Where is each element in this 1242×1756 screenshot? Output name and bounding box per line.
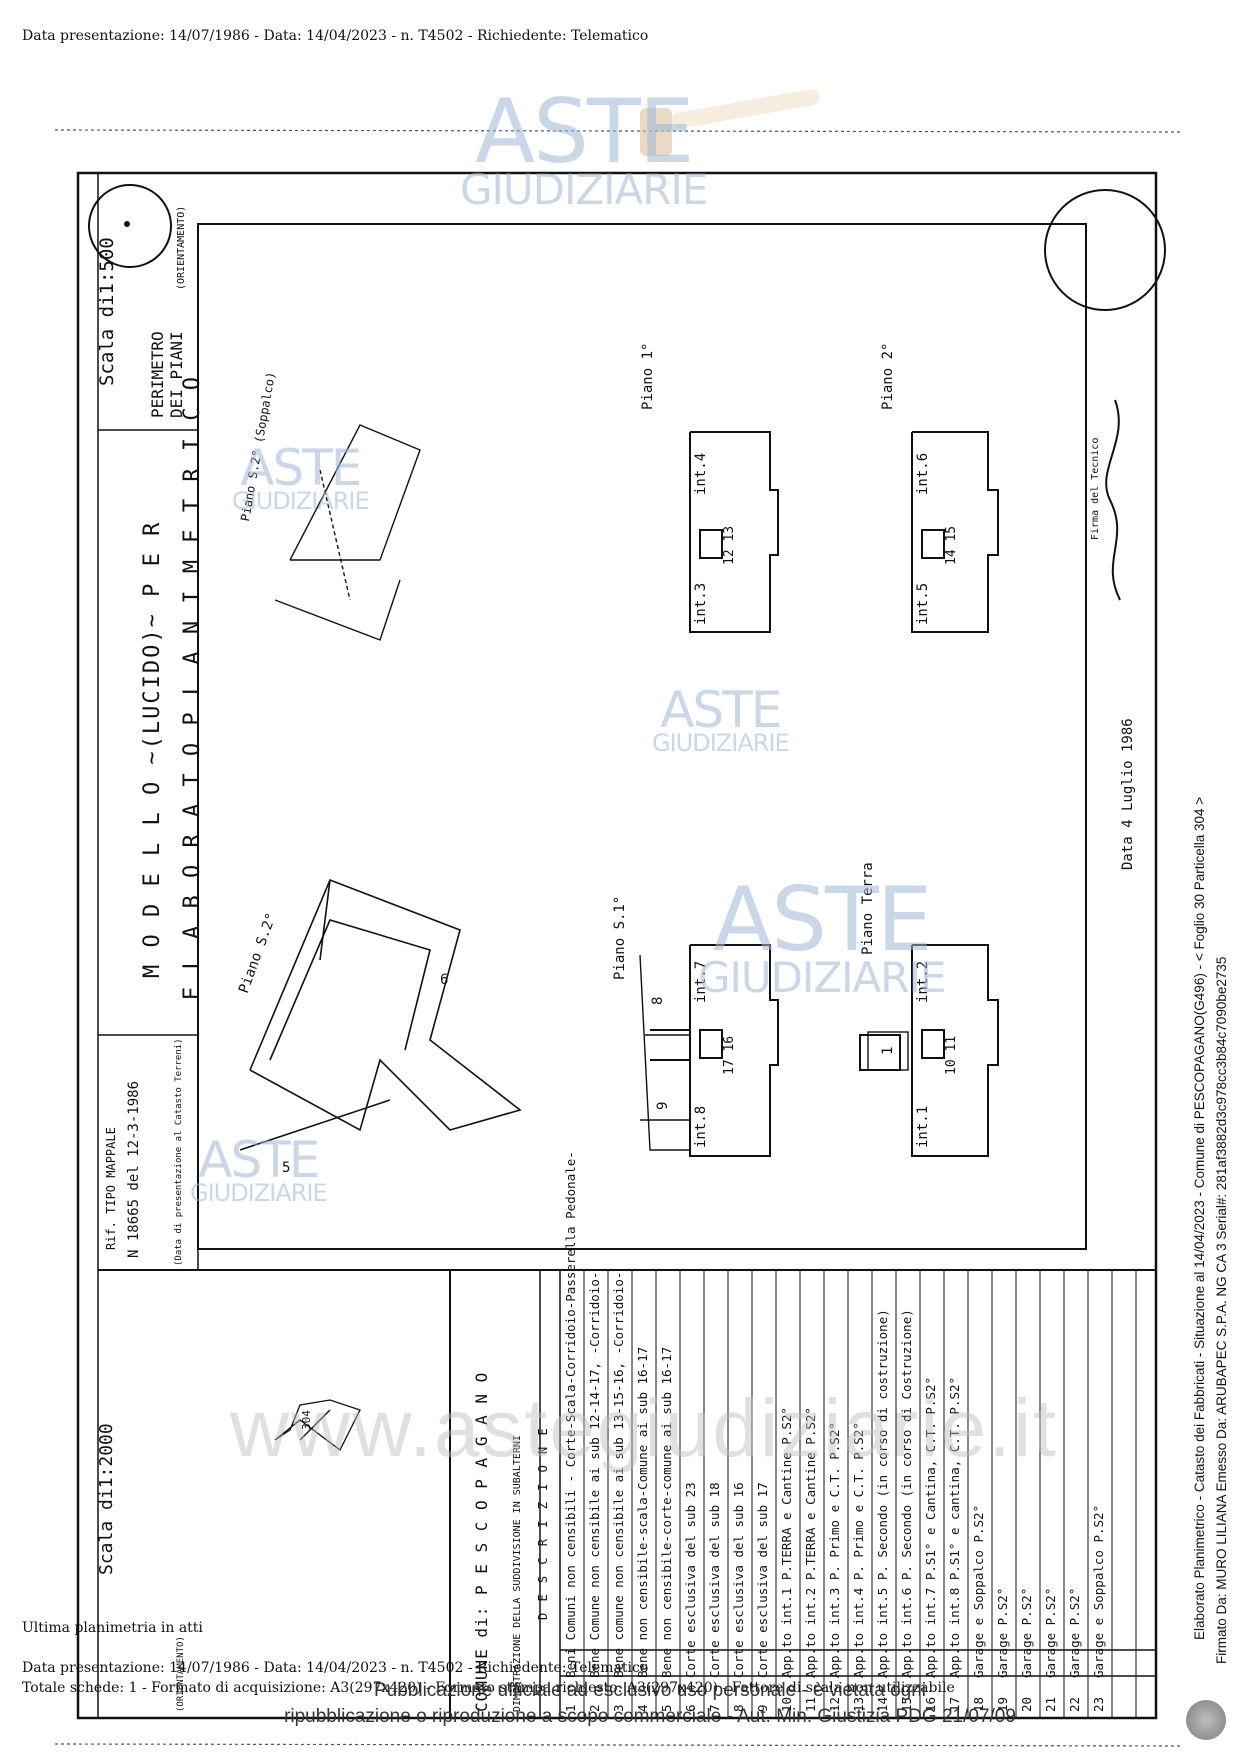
int4-label: int.4 — [693, 452, 709, 495]
table-row: 7Corte esclusiva del sub 18 — [707, 1482, 722, 1712]
sub-12-13: 12 13 — [722, 525, 737, 565]
piano-2-label: Piano 2° — [880, 342, 896, 410]
elaborato-title: E L A B O R A T O P L A N I M E T R I C … — [180, 374, 205, 1000]
sub-17-16: 17 16 — [722, 1035, 737, 1075]
table-row: 8Corte esclusiva del sub 16 — [731, 1482, 746, 1712]
table-row: 6Corte esclusiva del sub 23 — [683, 1482, 698, 1712]
table-row: 14App.to int.5 P. Secondo (in corso di c… — [875, 1309, 890, 1712]
table-row: 20Garage P.S2° — [1019, 1587, 1034, 1712]
table-row: 22Garage P.S2° — [1067, 1587, 1082, 1712]
table-row: 3Bene comune non censibile ai sub 13-15-… — [611, 1271, 626, 1712]
side-elaborato-text: Elaborato Planimetrico - Catasto dei Fab… — [1192, 796, 1207, 1640]
table-row: 9Corte esclusiva del sub 17 — [755, 1482, 770, 1712]
seal-icon — [1186, 1700, 1226, 1740]
sub-8: 8 — [650, 996, 666, 1005]
sub-5: 5 — [282, 1160, 291, 1176]
footer-line-2: Data presentazione: 14/07/1986 - Data: 1… — [22, 1660, 649, 1676]
table-row: 21Garage P.S2° — [1043, 1587, 1058, 1712]
table-row: 15App.to int.6 P. Secondo (in corso di C… — [899, 1309, 914, 1712]
int1-label: int.1 — [915, 1105, 931, 1148]
firma-label: Firma del Tecnico — [1090, 437, 1101, 540]
footer-pub-1: Pubblicazione ufficiale ad esclusivo uso… — [373, 1680, 927, 1701]
sub-1: 1 — [880, 1046, 896, 1055]
footer-ultima: Ultima planimetria in atti — [22, 1620, 203, 1636]
int8-label: int.8 — [693, 1105, 709, 1148]
header-line: Data presentazione: 14/07/1986 - Data: 1… — [22, 28, 649, 44]
side-firmato-text: Firmato Da: MURO LILIANA Emesso Da: ARUB… — [1214, 956, 1229, 1664]
rif-note: (Data di presentazione al Catasto Terren… — [174, 1038, 184, 1266]
int3-label: int.3 — [693, 582, 709, 625]
rif-tipo-label: Rif. TIPO MAPPALE — [104, 1127, 118, 1250]
orientamento-top-label: (ORIENTAMENTO) — [176, 205, 187, 290]
piano-1-label: Piano 1° — [640, 342, 656, 410]
piano-s1-label: Piano S.1° — [612, 895, 628, 980]
modello-title: M O D E L L O ~(LUCIDO)~ P E R — [140, 520, 165, 978]
data-firma: Data 4 Luglio 1986 — [1120, 718, 1136, 870]
rif-numero: N 18665 del 12-3-1986 — [126, 1080, 142, 1258]
sub-9: 9 — [655, 1101, 671, 1110]
table-row: 23Garage e Soppalco P.S2° — [1091, 1504, 1106, 1712]
watermark-www: www.astegiudiziarie.it — [230, 1383, 1058, 1474]
sub-14-15: 14 15 — [944, 525, 959, 565]
table-row: 2Bene Comune non censibile ai sub 12-14-… — [587, 1271, 602, 1712]
scale-500-label: Scala di1:500 — [96, 237, 118, 386]
int6-label: int.6 — [915, 452, 931, 495]
sub-10-11: 10 11 — [944, 1035, 959, 1075]
footer-line-3: Totale schede: 1 - Formato di acquisizio… — [22, 1680, 955, 1696]
sub-6: 6 — [440, 972, 449, 988]
int5-label: int.5 — [915, 582, 931, 625]
scale-2000-label: Scala di1:2000 — [96, 1423, 117, 1575]
footer-pub-2: ripubblicazione o riproduzione a scopo c… — [284, 1706, 1016, 1727]
